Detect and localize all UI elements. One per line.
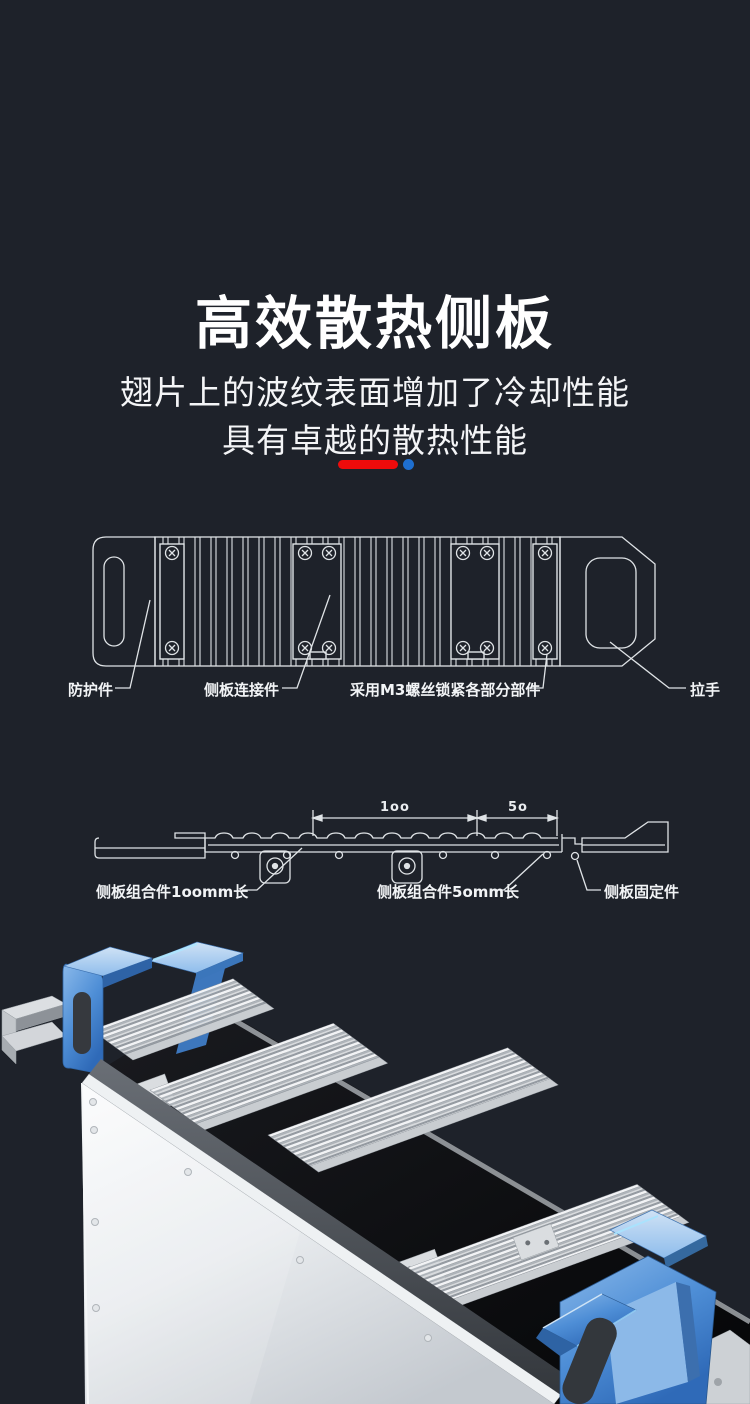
screw bbox=[479, 545, 495, 561]
leader-lines bbox=[115, 594, 686, 689]
hook-detail bbox=[334, 850, 344, 860]
corner-bracket bbox=[512, 1223, 560, 1261]
handle-slot bbox=[562, 1317, 617, 1404]
screw bbox=[479, 640, 495, 656]
right-end-cap bbox=[559, 536, 656, 667]
aluminum-channel-bracket bbox=[1, 995, 67, 1065]
leader-line bbox=[115, 599, 151, 689]
page-title: 高效散热侧板 bbox=[195, 291, 555, 357]
connector-plates bbox=[159, 543, 558, 660]
label-connector: 侧板连接件 bbox=[204, 681, 280, 699]
enclosure-inner-wall bbox=[89, 1059, 573, 1395]
face-screws bbox=[89, 1098, 432, 1342]
side-panel-profile bbox=[94, 810, 669, 891]
screw bbox=[537, 640, 553, 656]
product-render bbox=[1, 941, 750, 1404]
label-short-assembly: 侧板组合件5omm长 bbox=[377, 883, 520, 901]
screw bbox=[321, 640, 337, 656]
hook-detail bbox=[438, 850, 448, 860]
hook-detail bbox=[542, 850, 552, 860]
screw bbox=[455, 640, 471, 656]
corrugated-profile bbox=[204, 832, 563, 860]
fin-panel bbox=[91, 978, 275, 1061]
clamp-slot bbox=[73, 992, 91, 1054]
label-long-assembly: 侧板组合件1oomm长 bbox=[96, 883, 249, 901]
leader-line bbox=[576, 859, 601, 891]
subtitle-line-2: 具有卓越的散热性能 bbox=[222, 421, 528, 460]
connector-plate bbox=[159, 543, 185, 660]
dim-100: 1oo bbox=[380, 800, 410, 815]
subtitle-line-1: 翅片上的波纹表面增加了冷却性能 bbox=[120, 373, 630, 412]
leader-line bbox=[609, 641, 686, 689]
screw bbox=[537, 545, 553, 561]
mounting-tab bbox=[391, 850, 423, 884]
handle-cutout bbox=[585, 557, 637, 649]
dim-50: 5o bbox=[508, 800, 528, 815]
blue-handle-clamp-right bbox=[536, 1209, 750, 1404]
mounting-tab bbox=[259, 850, 291, 884]
label-guard: 防护件 bbox=[68, 681, 114, 699]
blue-handle-clamp-left bbox=[62, 941, 244, 1074]
clamp-top-slab bbox=[149, 941, 244, 974]
hook-detail bbox=[230, 850, 240, 860]
label-screws: 采用M3螺丝锁紧各部分部件 bbox=[350, 681, 541, 699]
screw bbox=[455, 545, 471, 561]
fin-panel bbox=[267, 1047, 559, 1173]
leader-line bbox=[242, 847, 303, 891]
plate-notch bbox=[467, 651, 485, 660]
divider-blue-dot bbox=[403, 459, 414, 470]
divider-red-bar bbox=[338, 460, 398, 469]
screw bbox=[297, 545, 313, 561]
label-handle: 拉手 bbox=[690, 681, 721, 699]
front-view-diagram bbox=[92, 536, 686, 689]
connector-plate bbox=[450, 543, 500, 660]
connector-plate bbox=[532, 543, 558, 660]
fin-panel bbox=[149, 1023, 389, 1131]
leader-line bbox=[490, 853, 544, 891]
label-fixing: 侧板固定件 bbox=[604, 883, 680, 901]
leader-lines bbox=[242, 847, 601, 891]
screw bbox=[164, 640, 180, 656]
screw bbox=[164, 545, 180, 561]
left-end-cap bbox=[92, 536, 156, 667]
fixing-piece bbox=[562, 821, 669, 861]
dimension-lines bbox=[310, 810, 560, 836]
enclosure-face bbox=[81, 1059, 573, 1404]
profile-diagram bbox=[94, 810, 669, 891]
side-panel-front-view bbox=[92, 536, 686, 689]
screw bbox=[321, 545, 337, 561]
plate-notch bbox=[309, 651, 327, 660]
m3-screws bbox=[164, 545, 553, 656]
leader-line bbox=[282, 594, 331, 689]
connector-plate bbox=[292, 543, 342, 660]
left-bar bbox=[94, 832, 206, 859]
hook-detail bbox=[490, 850, 500, 860]
cap-slot bbox=[103, 556, 125, 647]
leader-line bbox=[528, 653, 548, 689]
divider bbox=[0, 458, 750, 472]
